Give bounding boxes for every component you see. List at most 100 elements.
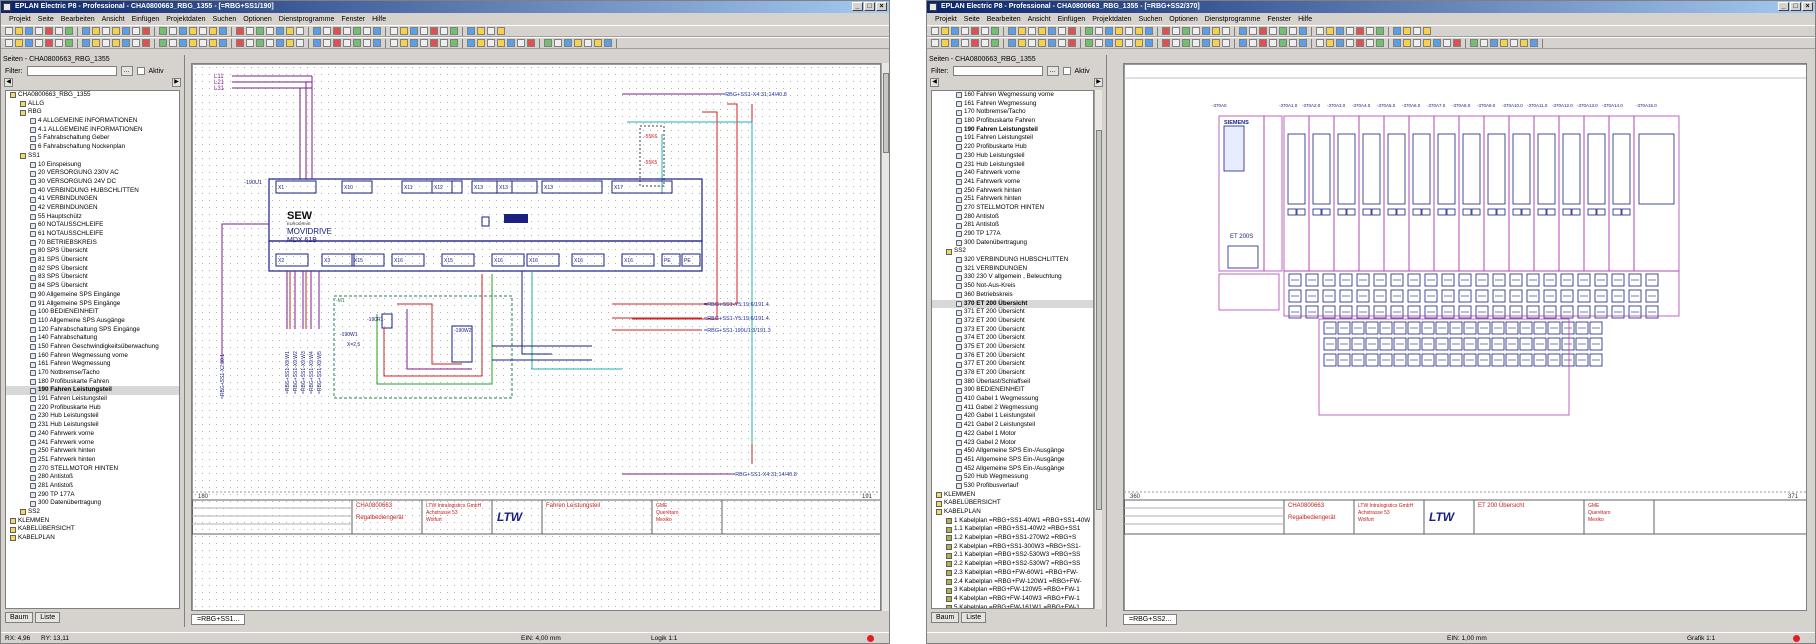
toolbar-tool-icon[interactable] bbox=[1085, 39, 1093, 47]
toolbar-tool-icon[interactable] bbox=[209, 39, 217, 47]
tree-scrollbar[interactable] bbox=[1094, 90, 1102, 609]
toolbar-tool-icon[interactable] bbox=[1095, 39, 1103, 47]
toolbar-tool-icon[interactable] bbox=[1008, 27, 1016, 35]
toolbar-tool-icon[interactable] bbox=[15, 39, 23, 47]
tree-page-item[interactable]: 10 Einspeisung bbox=[6, 161, 179, 170]
tree-page-item[interactable]: 83 SPS Übersicht bbox=[6, 273, 179, 282]
toolbar-tool-icon[interactable] bbox=[1316, 27, 1324, 35]
tree-page-item[interactable]: 410 Gabel 1 Wegmessung bbox=[932, 395, 1093, 404]
toolbar-tool-icon[interactable] bbox=[266, 27, 274, 35]
toolbar-tool-icon[interactable] bbox=[1105, 27, 1113, 35]
tree-page-item[interactable]: 150 Fahren Geschwindigkeitsüberwachung bbox=[6, 343, 179, 352]
toolbar-tool-icon[interactable] bbox=[1038, 39, 1046, 47]
tree-page-item[interactable]: 350 Not-Aus-Kreis bbox=[932, 282, 1093, 291]
tree-page-item[interactable]: 82 SPS Übersicht bbox=[6, 265, 179, 274]
tree-page-item[interactable]: 281 Antistoß bbox=[932, 221, 1093, 230]
toolbar-tool-icon[interactable] bbox=[142, 39, 150, 47]
toolbar-tool-icon[interactable] bbox=[313, 27, 321, 35]
tree-page-item[interactable]: 280 Antistoß bbox=[932, 213, 1093, 222]
tree-page-item[interactable]: 377 ET 200 Übersicht bbox=[932, 360, 1093, 369]
tree-page-item[interactable]: 360 Betriebskreis bbox=[932, 291, 1093, 300]
tree-page-item[interactable]: 251 Fahrwerk hinten bbox=[6, 456, 179, 465]
toolbar-tool-icon[interactable] bbox=[35, 39, 43, 47]
toolbar-tool-icon[interactable] bbox=[1068, 27, 1076, 35]
menu-seite[interactable]: Seite bbox=[37, 15, 54, 23]
toolbar-tool-icon[interactable] bbox=[159, 39, 167, 47]
toolbar-tool-icon[interactable] bbox=[400, 27, 408, 35]
document-tab[interactable]: =RBG+SS1... bbox=[191, 614, 246, 625]
tree-page-item[interactable]: 371 ET 200 Übersicht bbox=[932, 308, 1093, 317]
tree-page-item[interactable]: 120 Fahrabschaltung SPS Eingänge bbox=[6, 326, 179, 335]
menu-projekt[interactable]: Projekt bbox=[9, 15, 31, 23]
tree-page-item[interactable]: 55 Hauptschütz bbox=[6, 213, 179, 222]
toolbar-tool-icon[interactable] bbox=[1239, 27, 1247, 35]
minimize-button[interactable]: _ bbox=[1778, 2, 1789, 11]
menu-suchen[interactable]: Suchen bbox=[212, 15, 237, 23]
toolbar-tool-icon[interactable] bbox=[296, 39, 304, 47]
tree-page-item[interactable]: 280 Antistoß bbox=[6, 473, 179, 482]
toolbar-tool-icon[interactable] bbox=[333, 27, 341, 35]
toolbar-tool-icon[interactable] bbox=[1269, 39, 1277, 47]
toolbar-tool-icon[interactable] bbox=[1028, 39, 1036, 47]
tab-baum[interactable]: Baum bbox=[931, 612, 960, 623]
tree-page-item[interactable]: 373 ET 200 Übersicht bbox=[932, 326, 1093, 335]
toolbar-tool-icon[interactable] bbox=[1162, 27, 1170, 35]
tree-page-item[interactable]: 321 VERBINDUNGEN bbox=[932, 265, 1093, 274]
tree-page-item[interactable]: 40 VERBINDUNG HUBSCHLITTEN bbox=[6, 187, 179, 196]
tree-folder-item[interactable]: SS1 bbox=[6, 152, 179, 161]
toolbar-tool-icon[interactable] bbox=[1366, 39, 1374, 47]
toolbar-tool-icon[interactable] bbox=[1403, 39, 1411, 47]
toolbar-tool-icon[interactable] bbox=[1470, 39, 1478, 47]
toolbar-tool-icon[interactable] bbox=[1413, 27, 1421, 35]
toolbar-tool-icon[interactable] bbox=[450, 39, 458, 47]
toolbar-tool-icon[interactable] bbox=[1423, 39, 1431, 47]
tree-page-item[interactable]: 376 ET 200 Übersicht bbox=[932, 352, 1093, 361]
tree-page-item[interactable]: 420 Gabel 1 Leistungsteil bbox=[932, 412, 1093, 421]
toolbar-tool-icon[interactable] bbox=[1048, 39, 1056, 47]
menu-fenster[interactable]: Fenster bbox=[341, 15, 366, 23]
toolbar-tool-icon[interactable] bbox=[236, 39, 244, 47]
tree-page-item[interactable]: 375 ET 200 Übersicht bbox=[932, 343, 1093, 352]
toolbar-tool-icon[interactable] bbox=[1105, 39, 1113, 47]
tree-page-item[interactable]: 160 Fahren Wegmessung vorne bbox=[6, 352, 179, 361]
toolbar-tool-icon[interactable] bbox=[1212, 39, 1220, 47]
toolbar-tool-icon[interactable] bbox=[961, 27, 969, 35]
toolbar-tool-icon[interactable] bbox=[363, 39, 371, 47]
toolbar-tool-icon[interactable] bbox=[1299, 27, 1307, 35]
menu-dienstprogramme[interactable]: Dienstprogramme bbox=[278, 15, 335, 23]
tree-folder-item[interactable]: SS2 bbox=[6, 508, 179, 517]
tree-page-item[interactable]: 30 VERSORGUNG 24V DC bbox=[6, 178, 179, 187]
prev-page-link[interactable]: 360 bbox=[1130, 494, 1141, 500]
toolbar-tool-icon[interactable] bbox=[1336, 27, 1344, 35]
toolbar-tool-icon[interactable] bbox=[122, 39, 130, 47]
toolbar-tool-icon[interactable] bbox=[343, 27, 351, 35]
toolbar-tool-icon[interactable] bbox=[246, 39, 254, 47]
toolbar-tool-icon[interactable] bbox=[1018, 39, 1026, 47]
toolbar-tool-icon[interactable] bbox=[102, 39, 110, 47]
toolbar-tool-icon[interactable] bbox=[92, 27, 100, 35]
menu-seite[interactable]: Seite bbox=[963, 15, 980, 23]
tree-folder-item[interactable]: KABELÜBERSICHT bbox=[6, 525, 179, 534]
toolbar-tool-icon[interactable] bbox=[1068, 39, 1076, 47]
toolbar-tool-icon[interactable] bbox=[15, 27, 23, 35]
toolbar-tool-icon[interactable] bbox=[604, 39, 612, 47]
toolbar-tool-icon[interactable] bbox=[189, 27, 197, 35]
toolbar-tool-icon[interactable] bbox=[1289, 39, 1297, 47]
tree-folder-item[interactable]: ALLG bbox=[6, 100, 179, 109]
tree-page-item[interactable]: 330 230 V allgemein , Beleuchtung bbox=[932, 273, 1093, 282]
toolbar-tool-icon[interactable] bbox=[112, 39, 120, 47]
maximize-button[interactable]: □ bbox=[864, 2, 875, 11]
tree-page-item[interactable]: 81 SPS Übersicht bbox=[6, 256, 179, 265]
toolbar-tool-icon[interactable] bbox=[450, 27, 458, 35]
toolbar-tool-icon[interactable] bbox=[1259, 27, 1267, 35]
toolbar-tool-icon[interactable] bbox=[1356, 27, 1364, 35]
toolbar-tool-icon[interactable] bbox=[82, 39, 90, 47]
toolbar-tool-icon[interactable] bbox=[25, 27, 33, 35]
toolbar-tool-icon[interactable] bbox=[1162, 39, 1170, 47]
minimize-button[interactable]: _ bbox=[852, 2, 863, 11]
filter-browse-button[interactable]: ... bbox=[120, 66, 133, 76]
filter-input[interactable] bbox=[952, 66, 1043, 76]
toolbar-tool-icon[interactable] bbox=[1058, 39, 1066, 47]
toolbar-tool-icon[interactable] bbox=[256, 39, 264, 47]
